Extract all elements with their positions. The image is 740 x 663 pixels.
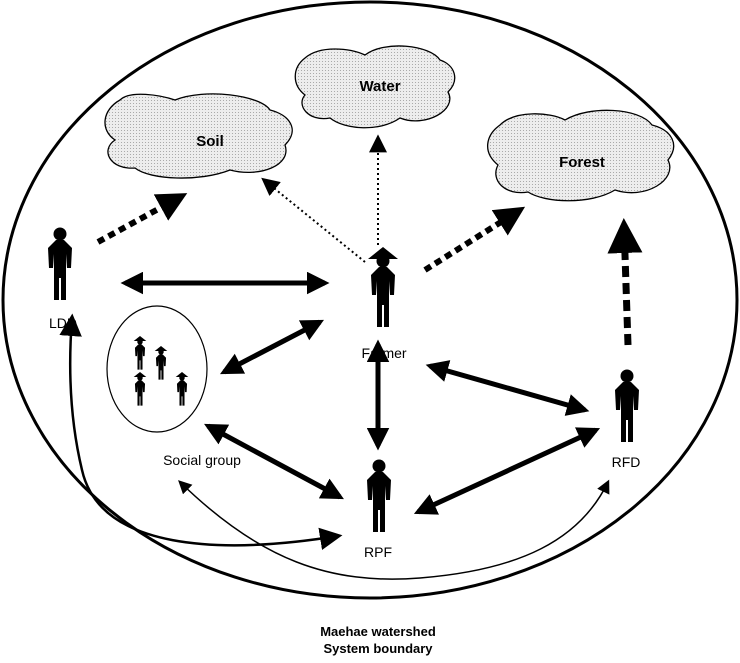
arrow-rpf-ldd-curve (59, 313, 343, 550)
arrow-farmer-to-forest (423, 206, 526, 273)
social-group-member-icon (154, 346, 168, 380)
water-cloud: Water (294, 45, 456, 129)
soil-cloud: Soil (104, 93, 293, 179)
farmer-label: Farmer (361, 345, 406, 361)
ldd-person-icon (48, 227, 72, 300)
arrow-rfd-to-forest (607, 218, 643, 346)
arrow-farmer-to-soil (261, 177, 366, 263)
social-group-ellipse (106, 305, 208, 433)
social-group-member-icon (133, 372, 147, 406)
forest-label: Forest (559, 154, 605, 171)
arrow-ldd-to-soil (96, 193, 188, 245)
social-group-member-icon (133, 336, 147, 370)
rfd-actor: RFD (612, 369, 641, 470)
caption-line-2: System boundary (323, 641, 433, 656)
rpf-actor: RPF (364, 459, 392, 560)
rfd-person-icon (615, 369, 639, 442)
rfd-label: RFD (612, 454, 641, 470)
social-group: Social group (106, 305, 241, 468)
social-group-member-icon (175, 372, 189, 406)
arrow-rpf-rfd (413, 427, 601, 515)
arrow-social-farmer (220, 319, 324, 375)
rpf-label: RPF (364, 544, 392, 560)
system-boundary-ellipse (1, 0, 739, 600)
farmer-person-icon (368, 247, 398, 327)
forest-cloud: Forest (487, 109, 675, 202)
rpf-person-icon (367, 459, 391, 532)
soil-label: Soil (196, 133, 224, 150)
farmer-actor: Farmer (361, 247, 407, 361)
arrow-farmer-rfd (425, 360, 590, 416)
arrow-social-rfd-curve (178, 479, 610, 580)
social-group-label: Social group (163, 452, 241, 468)
ldd-label: LDD (49, 315, 77, 331)
ldd-actor: LDD (48, 227, 77, 331)
caption-line-1: Maehae watershed (320, 624, 436, 639)
water-label: Water (359, 78, 400, 95)
